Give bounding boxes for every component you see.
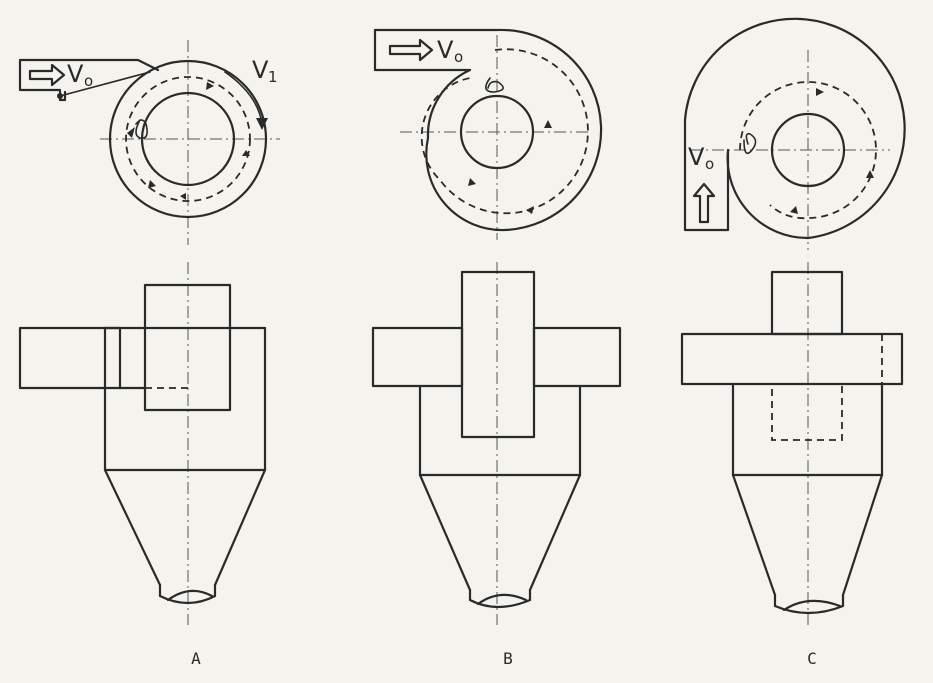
- cyclone-a-top-view: [18, 40, 280, 245]
- cyclone-b-top-view: [373, 28, 603, 240]
- cyclone-c-side-view: [680, 262, 904, 625]
- tangential-velocity-subscript: 1: [268, 68, 278, 86]
- inlet-velocity-subscript: o: [84, 72, 93, 90]
- cyclone-b-inlet-velocity-label: V o: [437, 36, 463, 66]
- cyclone-b-side-view: [371, 262, 622, 625]
- cyclone-c-top-view: [683, 17, 906, 250]
- label-c: C: [807, 649, 817, 668]
- label-b: B: [503, 649, 513, 668]
- cyclone-c-inlet-velocity-label: V o: [688, 143, 714, 173]
- tangential-velocity-symbol: V: [252, 56, 269, 84]
- inlet-velocity-symbol-b: V: [437, 36, 454, 64]
- label-a: A: [191, 649, 201, 668]
- cyclone-a-side-view: [18, 262, 267, 625]
- inlet-velocity-subscript-b: o: [454, 48, 463, 66]
- inlet-velocity-symbol: V: [67, 60, 84, 88]
- inlet-velocity-symbol-c: V: [688, 143, 705, 171]
- cyclone-a-inlet-velocity-label: V o: [67, 60, 93, 90]
- inlet-velocity-subscript-c: o: [705, 155, 714, 173]
- inlet-pivot-icon: [57, 93, 63, 99]
- cyclone-a-tangential-velocity-label: V 1: [252, 56, 278, 86]
